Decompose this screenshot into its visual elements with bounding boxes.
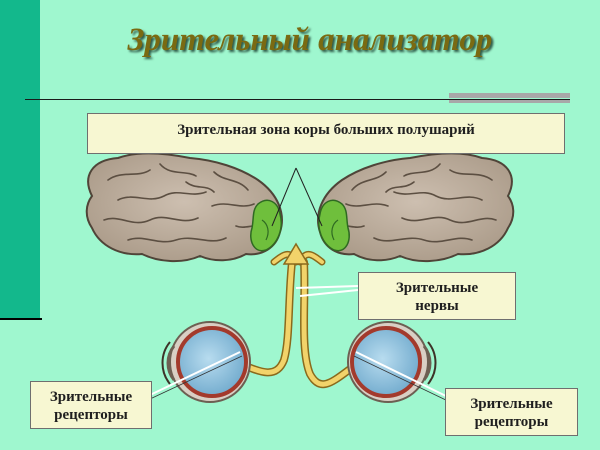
receptors-right-label: Зрительные рецепторы (445, 388, 578, 436)
slide-title: Зрительный анализатор (127, 22, 493, 58)
cortex-zone-label: Зрительная зона коры больших полушарий (87, 113, 565, 154)
brain-right-hemisphere-icon (317, 152, 515, 262)
receptors-left-text-line1: Зрительные (49, 389, 133, 405)
title-rule-accent-lower (449, 100, 570, 103)
cortex-zone-text: Зрительная зона коры больших полушарий (177, 122, 475, 138)
receptors-left-pointer (149, 351, 243, 400)
eye-left-icon (161, 321, 251, 403)
left-accent-divider (0, 318, 42, 320)
receptors-right-text-line1: Зрительные (470, 396, 553, 412)
receptors-left-label: Зрительные рецепторы (30, 381, 152, 429)
receptors-left-text-line2: рецепторы (54, 407, 128, 423)
title-rule (25, 99, 570, 100)
receptors-right-pointer (353, 351, 451, 403)
optic-nerves-text-line2: нервы (415, 298, 459, 314)
receptors-right-text-line2: рецепторы (474, 414, 549, 430)
visual-zone-right (318, 199, 350, 252)
nerves-pointer (295, 285, 359, 297)
visual-zone-left (250, 199, 282, 252)
optic-nerve-icon (232, 242, 364, 389)
optic-nerves-text-line1: Зрительные (395, 280, 479, 296)
eye-right-icon (347, 321, 437, 403)
left-accent-bar (0, 0, 40, 318)
title-rule-accent (449, 93, 570, 98)
optic-nerves-label: Зрительные нервы (358, 272, 516, 320)
cortex-zone-pointer (271, 167, 323, 227)
brain-left-hemisphere-icon (85, 152, 283, 262)
